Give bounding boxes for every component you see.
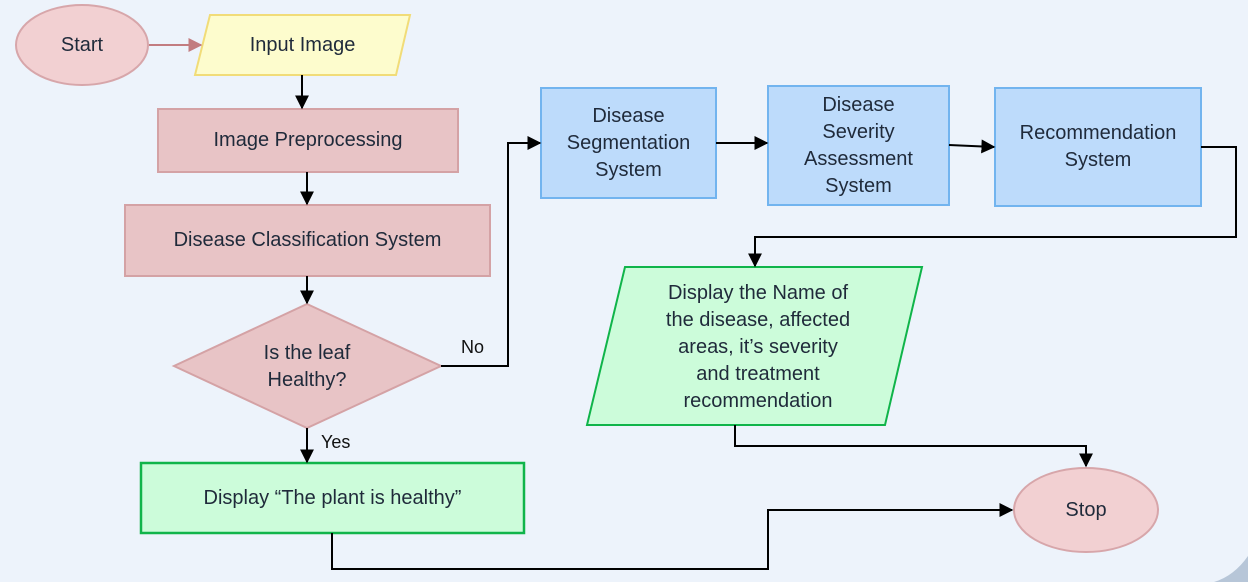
severity-shape (767, 85, 950, 206)
arrow-display-to-stop (734, 425, 1093, 468)
decorative-corner-shape (1214, 556, 1248, 582)
arrow-recommendation-to-display (748, 146, 1237, 268)
decision-shape (171, 302, 444, 430)
recommendation-shape (994, 87, 1202, 207)
stop-terminal-shape (1013, 467, 1159, 553)
start-terminal-shape (15, 4, 149, 86)
preprocessing-shape (157, 108, 459, 173)
yes-edge-label: Yes (321, 432, 351, 452)
segmentation-shape (540, 87, 717, 199)
input-image-shape (193, 14, 412, 76)
classification-shape (124, 204, 491, 277)
arrow-healthy-to-stop (331, 503, 1014, 570)
display-healthy-shape (139, 461, 526, 535)
display-disease-shape (585, 266, 924, 426)
arrow-decision-no-to-segmentation (441, 136, 542, 367)
arrow-severity-to-recommendation (948, 139, 996, 154)
no-edge-label: No (461, 337, 485, 357)
